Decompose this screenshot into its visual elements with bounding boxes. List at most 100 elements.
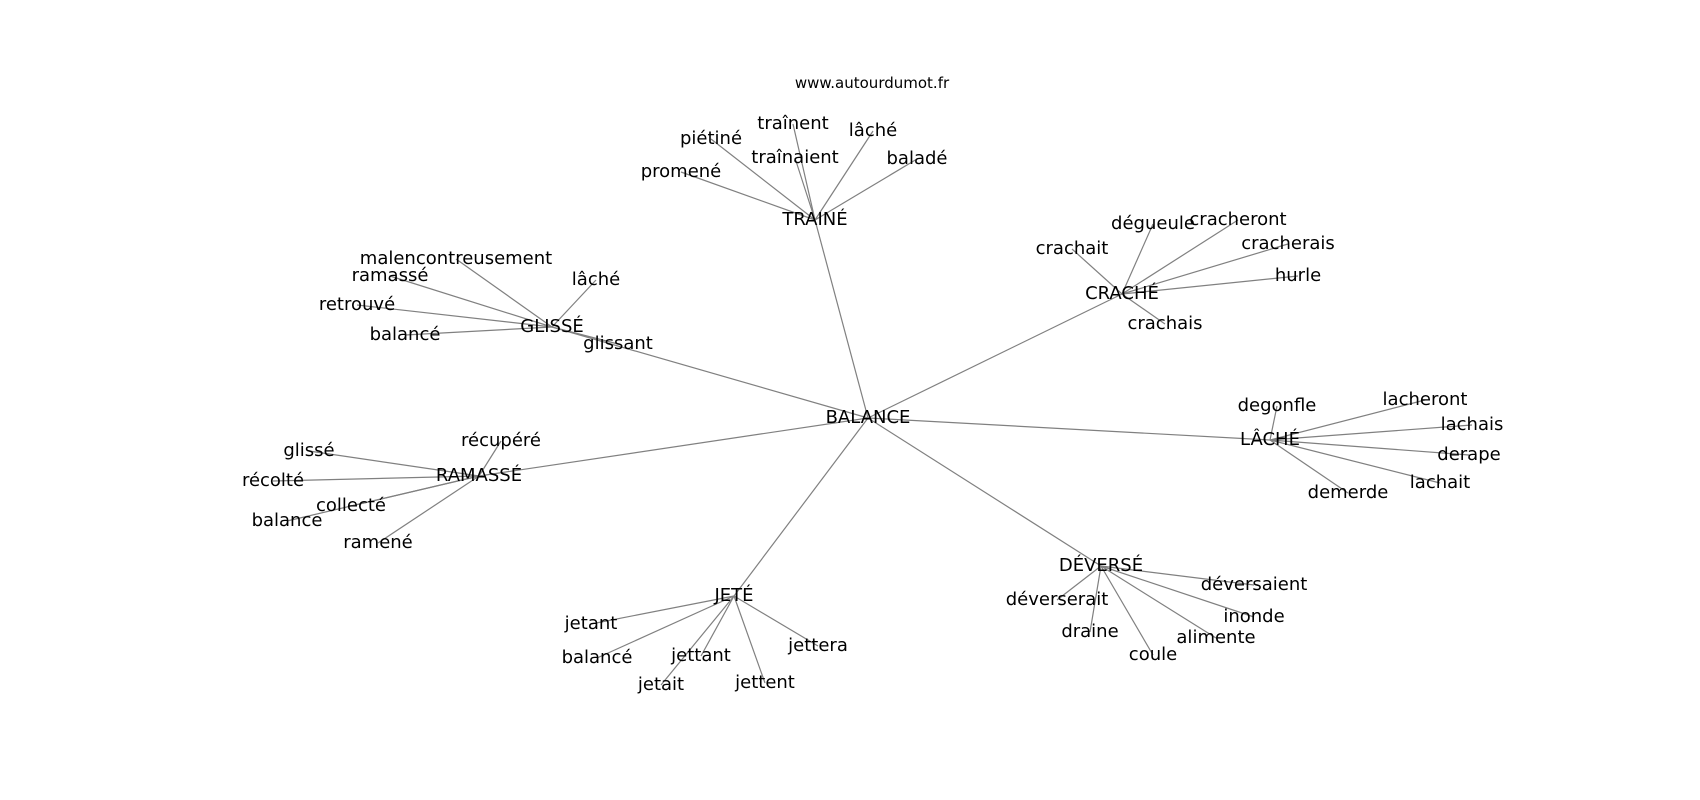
edge-center-to-hub	[867, 417, 1102, 567]
related-word[interactable]: derape	[1437, 444, 1501, 465]
edge-center-to-hub	[814, 219, 869, 419]
related-word[interactable]: ramené	[343, 532, 413, 553]
related-word[interactable]: collecté	[315, 495, 387, 516]
edge-hub-to-word	[700, 595, 735, 657]
related-word[interactable]: cracherais	[1241, 233, 1335, 254]
related-word[interactable]: crachait	[1035, 238, 1109, 259]
related-word[interactable]: crachais	[1127, 313, 1203, 334]
related-word[interactable]: malencontreusement	[359, 248, 553, 269]
watermark: www.autourdumot.fr	[794, 74, 950, 92]
hub-word[interactable]: TRAINÉ	[782, 209, 848, 230]
related-word[interactable]: piétiné	[679, 128, 743, 149]
edge-hub-to-word	[814, 130, 874, 221]
edge-hub-to-word	[1121, 219, 1239, 295]
edge-hub-to-word	[404, 326, 553, 336]
edge-hub-to-word	[272, 475, 480, 482]
edge-hub-to-word	[596, 595, 735, 659]
edge-hub-to-word	[660, 595, 735, 686]
related-word[interactable]: récolté	[241, 470, 305, 491]
edge-hub-to-word	[356, 304, 553, 328]
edge-hub-to-word	[1269, 399, 1426, 441]
edge-hub-to-word	[1121, 243, 1289, 295]
related-word[interactable]: déverserait	[1005, 589, 1109, 610]
hub-word[interactable]: DÉVERSÉ	[1058, 555, 1144, 576]
edge-hub-to-word	[1100, 565, 1154, 656]
edge-center-to-hub	[478, 417, 869, 477]
related-word[interactable]: lachait	[1409, 472, 1471, 493]
related-word[interactable]: baladé	[886, 148, 948, 169]
edge-hub-to-word	[1089, 565, 1102, 633]
edge-hub-to-word	[455, 258, 553, 328]
related-word[interactable]: balancé	[369, 324, 441, 345]
related-word[interactable]: glissé	[283, 440, 335, 461]
edge-hub-to-word	[1269, 439, 1441, 484]
related-word[interactable]: draine	[1061, 621, 1119, 642]
edge-hub-to-word	[1121, 275, 1299, 295]
edge-center-to-hub	[551, 326, 869, 419]
edge-hub-to-word	[590, 595, 735, 625]
related-word[interactable]: degonfle	[1237, 395, 1317, 416]
related-word[interactable]: jetant	[564, 613, 618, 634]
related-word[interactable]: cracheront	[1189, 209, 1287, 230]
related-word[interactable]: balancé	[561, 647, 633, 668]
edge-hub-to-word	[551, 279, 597, 328]
related-word[interactable]: lachais	[1440, 414, 1504, 435]
edge-hub-to-word	[389, 275, 553, 328]
center-word[interactable]: BALANCE	[825, 407, 911, 428]
edge-hub-to-word	[1269, 424, 1473, 441]
edge-hub-to-word	[1071, 248, 1123, 295]
related-word[interactable]: lâché	[571, 269, 621, 290]
related-word[interactable]: jettera	[788, 635, 848, 656]
edge-hub-to-word	[1269, 405, 1278, 441]
related-word[interactable]: lacheront	[1382, 389, 1468, 410]
related-word[interactable]: jetait	[637, 674, 685, 695]
related-word[interactable]: coule	[1128, 644, 1178, 665]
related-word[interactable]: hurle	[1274, 265, 1322, 286]
edge-hub-to-word	[1269, 439, 1470, 456]
edge-hub-to-word	[733, 595, 766, 684]
edge-hub-to-word	[1100, 565, 1255, 618]
related-word[interactable]: retrouvé	[318, 294, 396, 315]
related-word[interactable]: jettent	[735, 672, 795, 693]
edge-center-to-hub	[867, 293, 1123, 419]
related-word[interactable]: glissant	[583, 333, 653, 354]
hub-word[interactable]: JETÉ	[714, 585, 754, 606]
edge-hub-to-word	[286, 475, 480, 522]
related-word[interactable]: ramassé	[351, 265, 429, 286]
edge-center-to-hub	[867, 417, 1271, 441]
edge-center-to-hub	[733, 417, 869, 597]
related-word[interactable]: traînaient	[751, 147, 839, 168]
edge-hub-to-word	[1121, 293, 1166, 325]
edge-hub-to-word	[308, 450, 480, 477]
edge-hub-to-word	[1121, 223, 1154, 295]
edge-hub-to-word	[1100, 565, 1217, 639]
edge-hub-to-word	[478, 440, 502, 477]
edge-hub-to-word	[377, 475, 480, 544]
edge-hub-to-word	[680, 171, 816, 221]
edge-hub-to-word	[710, 138, 816, 221]
related-word[interactable]: alimente	[1176, 627, 1256, 648]
hub-word[interactable]: RAMASSÉ	[435, 465, 523, 486]
related-word[interactable]: promené	[640, 161, 722, 182]
hub-word[interactable]: LÂCHÉ	[1240, 429, 1300, 450]
edge-hub-to-word	[792, 123, 816, 221]
edge-hub-to-word	[1056, 565, 1102, 601]
edge-hub-to-word	[1100, 565, 1255, 586]
related-word[interactable]: inonde	[1223, 606, 1285, 627]
related-word[interactable]: balance	[251, 510, 323, 531]
related-word[interactable]: déversaient	[1200, 574, 1308, 595]
edge-hub-to-word	[733, 595, 819, 647]
hub-word[interactable]: GLISSÉ	[520, 316, 584, 337]
related-word[interactable]: demerde	[1307, 482, 1389, 503]
related-word[interactable]: jettant	[671, 645, 731, 666]
edge-hub-to-word	[1269, 439, 1349, 494]
related-word[interactable]: dégueule	[1111, 213, 1195, 234]
edge-hub-to-word	[551, 326, 619, 345]
related-word[interactable]: traînent	[757, 113, 829, 134]
related-word[interactable]: récupéré	[461, 430, 541, 451]
edge-hub-to-word	[794, 157, 816, 221]
hub-word[interactable]: CRACHÉ	[1085, 283, 1159, 304]
related-word[interactable]: lâché	[848, 120, 898, 141]
